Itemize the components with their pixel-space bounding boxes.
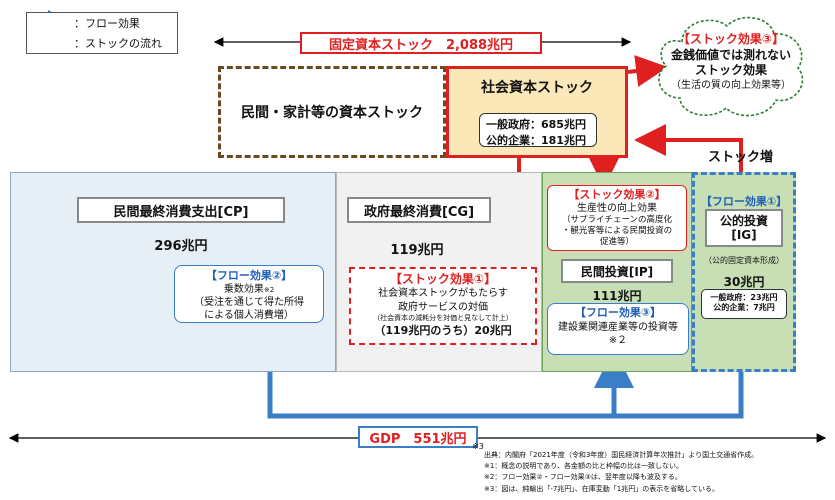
stock3-line1: 金銭価値では測れない [670, 47, 791, 62]
stock3-title: 【ストック効果③】 [677, 32, 785, 47]
cp-title: 民間最終消費支出[CP] [77, 197, 285, 223]
stock-increase-label: ストック増 [708, 150, 774, 165]
stock2-line3: ・観光客等による民間投資の [561, 226, 673, 237]
footnote-source: 出典：内閣府「2021年度（令和3年度）国民経済計算年次推計」より国土交通省作成… [484, 451, 759, 459]
footnote-1: ※1：概念の説明であり、各金額の比と枠幅の比は一致しない。 [484, 462, 683, 471]
stock1-line3: （社会資本の減耗分を対価と見なして計上） [373, 314, 513, 323]
cp-value: 296兆円 [154, 239, 208, 254]
flow2-title: 【フロー効果②】 [205, 269, 293, 282]
social-stock-public-corp: 公的企業：181兆円 [486, 134, 586, 147]
cg-title: 政府最終消費[CG] [347, 197, 491, 223]
ig-general: 一般政府：23兆円 [710, 293, 778, 302]
ig-title-line1: 公的投資 [719, 213, 768, 228]
stock1-box: 【ストック効果①】 社会資本ストックがもたらす 政府サービスの対価 （社会資本の… [349, 267, 537, 345]
stock3-cloud [658, 16, 804, 117]
legend-flow-label: ：フロー効果 [74, 17, 140, 30]
flow2-line1: 乗数効果 [223, 284, 264, 296]
stock3-text: 【ストック効果③】 金銭価値では測れない ストック効果 （生活の質の向上効果等） [656, 24, 806, 100]
private-stock-box: 民間・家計等の資本ストック [218, 66, 446, 158]
stock2-box: 【ストック効果②】 生産性の向上効果 （サプライチェーンの高度化 ・観光客等によ… [547, 185, 687, 251]
social-stock-general: 一般政府：685兆円 [486, 118, 586, 131]
cg-value: 119兆円 [390, 243, 444, 258]
flow-loop-arrow [250, 323, 744, 419]
flow2-note: ※2 [263, 286, 275, 295]
stock1-title: 【ストック効果①】 [389, 272, 497, 286]
arrow-to-stock3 [627, 55, 668, 87]
cp-region: 民間最終消費支出[CP] 296兆円 【フロー効果②】 乗数効果※2 （受注を通… [10, 172, 336, 372]
flow3-title: 【フロー効果③】 [574, 306, 662, 319]
cg-region: 政府最終消費[CG] 119兆円 【ストック効果①】 社会資本ストックがもたらす… [336, 172, 542, 372]
footnotes: 出典：内閣府「2021年度（令和3年度）国民経済計算年次推計」より国土交通省作成… [484, 450, 830, 495]
social-stock-title: 社会資本ストック [481, 80, 593, 96]
stock2-title: 【ストック効果②】 [568, 188, 666, 201]
footnote-2: ※2：フロー効果②・フロー効果③は、翌年度以降も波及する。 [484, 473, 682, 482]
flow1-title: 【フロー効果①】 [700, 195, 788, 208]
stock1-line4: （119兆円のうち）20兆円 [374, 323, 512, 337]
ip-title: 民間投資[IP] [561, 259, 673, 283]
legend-stock-label: ：ストックの流れ [74, 37, 162, 50]
ig-breakdown: 一般政府：23兆円 公的企業：7兆円 [701, 289, 787, 319]
gdp-label: GDP 551兆円 [358, 426, 478, 448]
flow2-line2: （受注を通じて得た所得 [194, 297, 304, 309]
stock2-line4: 促進等） [599, 237, 634, 248]
arrow-ig-to-stock [634, 124, 743, 172]
flow3-note: ※２ [608, 335, 628, 347]
flow2-box: 【フロー効果②】 乗数効果※2 （受注を通じて得た所得 による個人消費増） [174, 265, 324, 323]
flow2-line1-row: 乗数効果※2 [175, 283, 323, 296]
stock1-line2: 政府サービスの対価 [398, 301, 488, 313]
stock1-line1: 社会資本ストックがもたらす [378, 288, 508, 300]
ig-value: 30兆円 [723, 275, 765, 289]
ig-title-box: 公的投資 [IG] [705, 209, 783, 247]
stock2-line1: 生産性の向上効果 [577, 203, 657, 215]
flow2-line3: による個人消費増） [204, 310, 294, 322]
gdp-note: ※3 [472, 442, 484, 451]
ig-public-corp: 公的企業：7兆円 [713, 303, 775, 313]
ig-region: 【フロー効果①】 公的投資 [IG] （公的固定資本形成） 30兆円 一般政府：… [692, 172, 796, 372]
fixed-capital-label: 固定資本ストック 2,088兆円 [300, 32, 542, 54]
flow3-line1: 建設業関連産業等の投資等 [558, 321, 678, 333]
social-stock-breakdown: 一般政府：685兆円 公的企業：181兆円 [479, 113, 597, 147]
ip-region: 【ストック効果②】 生産性の向上効果 （サプライチェーンの高度化 ・観光客等によ… [542, 172, 692, 372]
stock3-line2: ストック効果 [694, 63, 767, 78]
ig-title-line2: [IG] [731, 228, 757, 242]
ig-sub: （公的固定資本形成） [704, 256, 784, 265]
stock2-line2: （サプライチェーンの高度化 [561, 215, 673, 226]
social-stock-box: 社会資本ストック 一般政府：685兆円 公的企業：181兆円 [446, 66, 628, 158]
legend [26, 12, 178, 54]
flow3-box: 【フロー効果③】 建設業関連産業等の投資等 ※２ [547, 303, 689, 355]
ip-value: 111兆円 [592, 289, 642, 303]
footnote-3: ※3：図は、純輸出「-7兆円」、在庫変動「1兆円」の表示を省略している。 [484, 484, 720, 493]
stock3-line3: （生活の質の向上効果等） [671, 79, 791, 91]
